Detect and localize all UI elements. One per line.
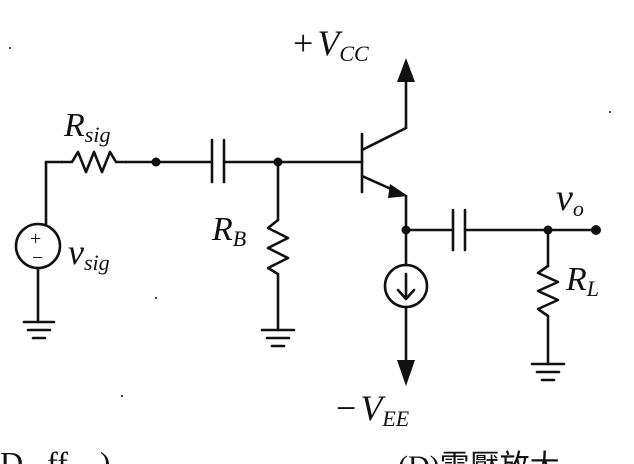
emitter-arrow-icon <box>388 184 408 198</box>
rl-label: RL <box>565 261 599 301</box>
resistor-icon <box>266 218 290 276</box>
ground-icon-rb <box>260 328 296 348</box>
npn-transistor <box>360 126 408 198</box>
vee-subscript: EE <box>381 406 409 431</box>
vcc-supply: +VCC <box>293 23 415 130</box>
output-coupling-capacitor <box>451 208 467 252</box>
rsig-resistor: Rsig <box>60 107 128 174</box>
ground-icon-source <box>22 320 56 340</box>
vcc-arrow-icon <box>397 58 415 82</box>
rb-label: RB <box>211 211 246 251</box>
rsig-label: Rsig <box>63 107 110 147</box>
vo-main: v <box>556 177 573 219</box>
rl-resistor: RL <box>530 228 599 382</box>
vcc-label: +VCC <box>293 23 369 66</box>
vee-arrow-icon <box>397 360 415 386</box>
vo-subscript: o <box>573 196 584 221</box>
signal-source: + − vsig <box>14 160 110 340</box>
bottom-text-right: (D)電壓放大 <box>398 450 560 464</box>
rb-subscript: B <box>233 226 246 251</box>
resistor-icon <box>60 150 128 174</box>
source-plus: + <box>30 228 41 250</box>
collector-lead <box>360 126 408 152</box>
input-coupling-capacitor <box>210 138 226 184</box>
rl-subscript: L <box>586 276 599 301</box>
rsig-main: R <box>63 107 85 144</box>
source-minus: − <box>32 247 43 269</box>
vcc-main: V <box>317 23 343 63</box>
vee-main: V <box>360 388 386 428</box>
junction-dot <box>151 157 161 167</box>
vsig-main: v <box>68 232 84 272</box>
rsig-subscript: sig <box>85 122 111 147</box>
vsig-label: vsig <box>68 232 110 275</box>
output-terminal <box>591 225 601 235</box>
rb-main: R <box>211 211 233 248</box>
vcc-prefix: + <box>293 23 313 63</box>
rb-resistor: RB <box>211 160 296 348</box>
vsig-subscript: sig <box>84 250 110 275</box>
vcc-subscript: CC <box>339 41 369 66</box>
ground-icon-rl <box>530 362 566 382</box>
vo-label: vo <box>556 177 584 221</box>
resistor-icon <box>536 264 560 318</box>
rl-main: R <box>565 261 587 298</box>
vee-prefix: − <box>336 388 356 428</box>
current-source: −VEE <box>336 263 429 431</box>
vee-label: −VEE <box>336 388 410 431</box>
bottom-text-left: D...ff... ) <box>0 445 111 464</box>
